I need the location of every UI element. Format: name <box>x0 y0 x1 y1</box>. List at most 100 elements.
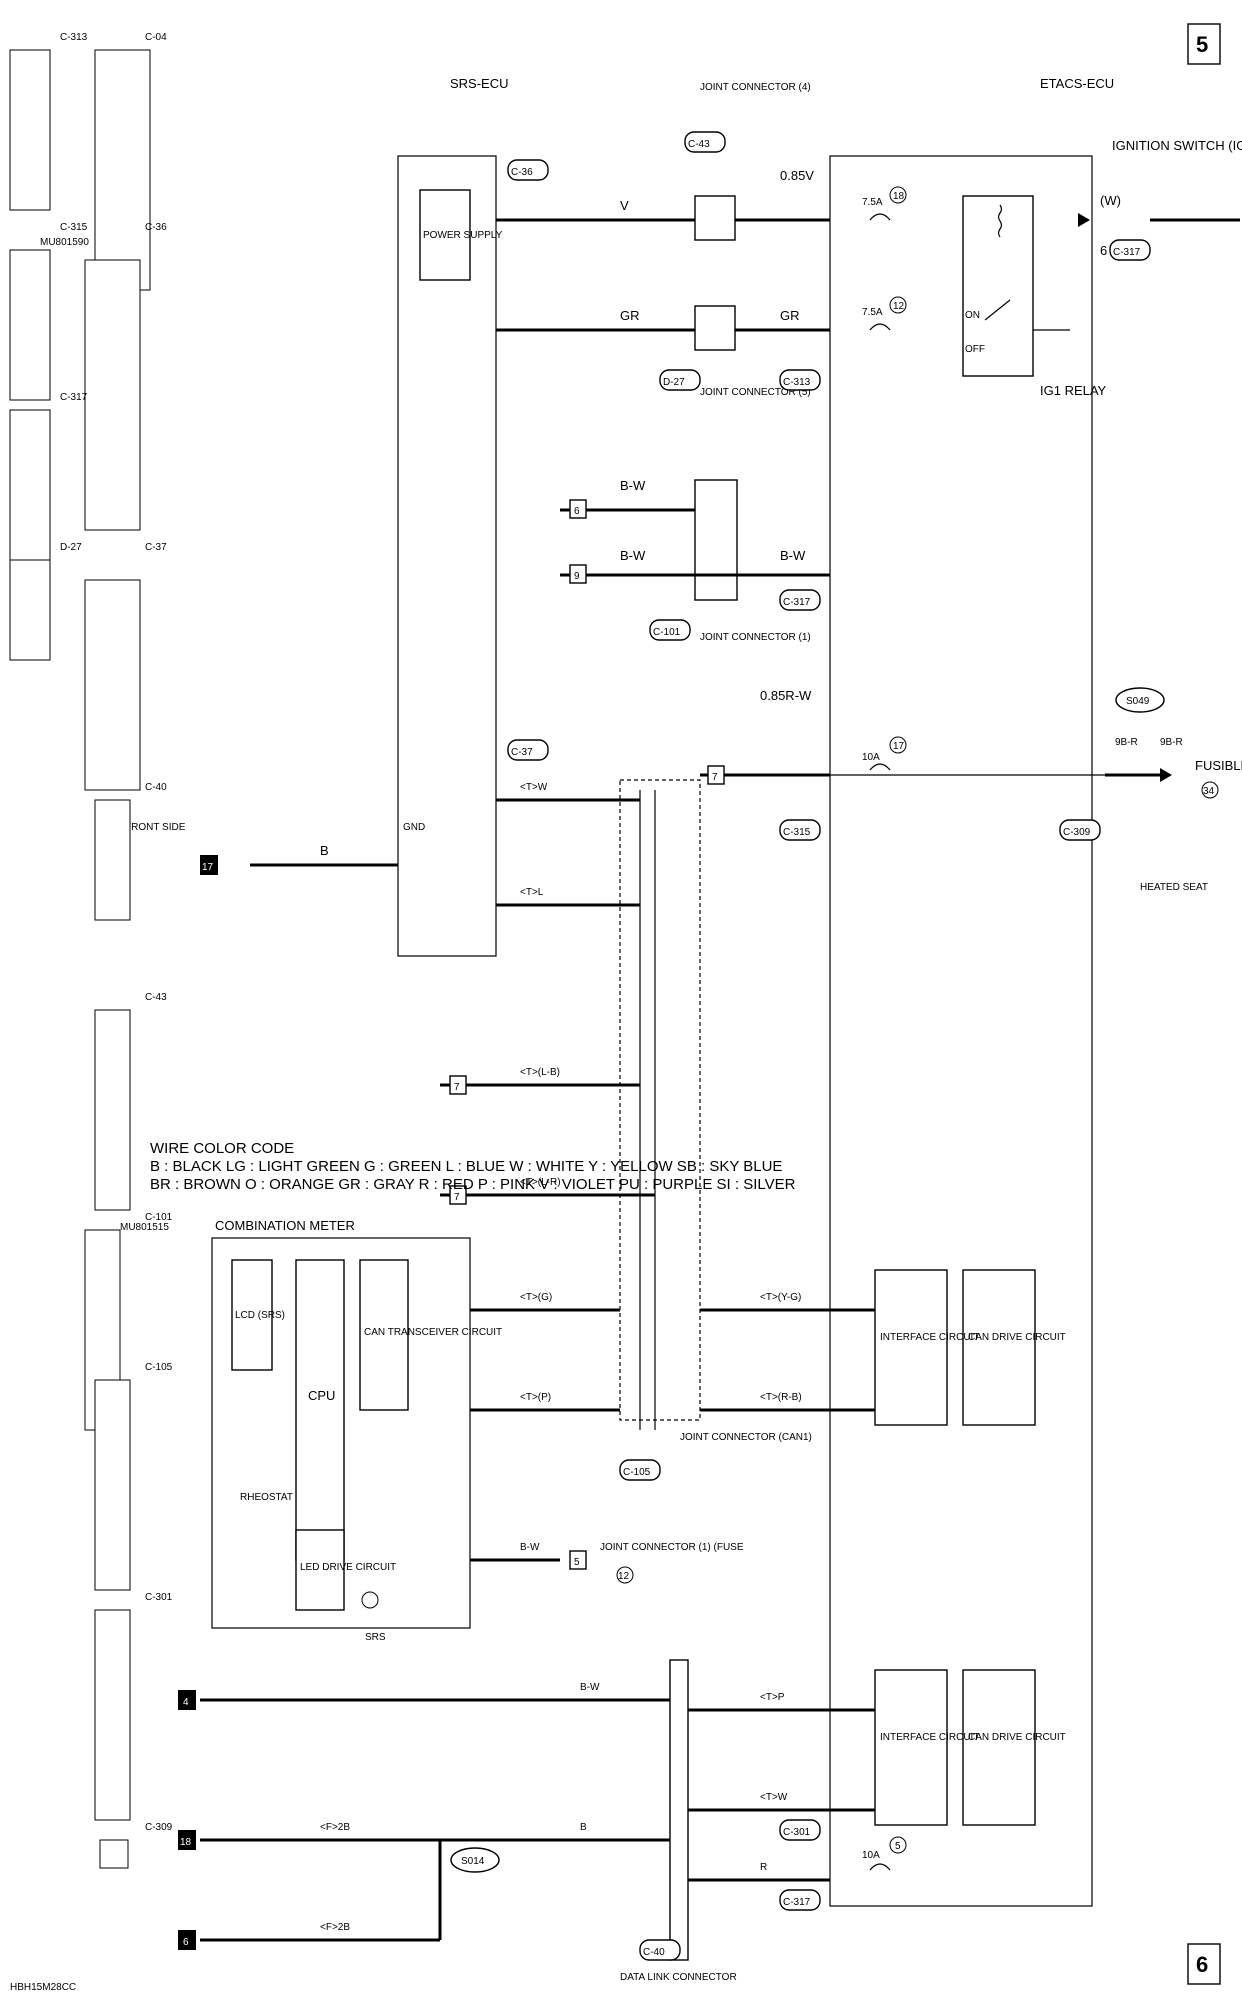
wire-label-w: (W) <box>1100 193 1121 208</box>
svg-text:C-43: C-43 <box>145 992 167 1003</box>
fusible-link-no-circle <box>1201 781 1219 799</box>
fuse-17: 17 10A <box>862 736 907 771</box>
connector-tag-c313 <box>779 369 821 391</box>
fusible-link-label: FUSIBLE LINK <box>1195 758 1242 773</box>
connector-tag-c317-bottom <box>779 1889 821 1911</box>
page-number-box-right <box>1187 1943 1221 1985</box>
wire-label-tp: <T>(P) <box>520 1392 551 1403</box>
connector-face-c317: C-317 <box>9 392 88 571</box>
data-link-connector-box <box>669 1659 689 1961</box>
connector-c317-label: C-317 <box>1113 247 1141 258</box>
svg-text:10A: 10A <box>862 1850 880 1861</box>
connector-face-c04: C-04 <box>94 32 167 291</box>
wire-label-trb: <T>(R-B) <box>760 1392 802 1403</box>
connector-tag-c309 <box>1059 819 1101 841</box>
interface-box-2 <box>874 1669 948 1826</box>
svg-text:C-04: C-04 <box>145 32 167 43</box>
cpu-label: CPU <box>308 1388 335 1403</box>
page-ref-box-17 <box>200 855 218 875</box>
led-drive-box <box>295 1529 345 1611</box>
joint-connector-fuse-label: JOINT CONNECTOR (1) (FUSE <box>600 1542 744 1553</box>
connector-tag-c301 <box>779 1819 821 1841</box>
page-ref-18: 18 <box>180 1837 192 1848</box>
connector-c101-label: C-101 <box>653 627 681 638</box>
wire-label-tw: <T>W <box>520 782 548 793</box>
svg-text:C-37: C-37 <box>145 542 167 553</box>
joint-connector-1-box <box>694 479 738 601</box>
heated-seat-label: HEATED SEAT <box>1140 882 1208 893</box>
connector-c301-label: C-301 <box>783 1827 811 1838</box>
heated-seat-arrow <box>1160 768 1172 782</box>
srs-ecu-label: SRS-ECU <box>450 76 509 91</box>
svg-text:18: 18 <box>893 191 905 202</box>
splice-s049-label: S049 <box>1126 696 1150 707</box>
svg-text:7.5A: 7.5A <box>862 307 883 318</box>
splice-s049 <box>1115 687 1165 713</box>
page-ref-box-7c <box>449 1185 467 1205</box>
connector-c317-bottom-label: C-317 <box>783 1897 811 1908</box>
wire-label-tl: <T>L <box>520 887 544 898</box>
relay-off-label: OFF <box>965 344 985 355</box>
connector-face-d27: D-27 <box>9 542 82 661</box>
joint-connector-can1-box <box>619 779 701 1421</box>
joint-connector-fuse-no-circle <box>616 1566 634 1584</box>
combination-meter-box <box>211 1237 471 1629</box>
connector-tag-c315 <box>779 819 821 841</box>
interface-box-1 <box>874 1269 948 1426</box>
srs-led-label: SRS <box>365 1632 386 1643</box>
joint-connector-4-box <box>694 195 736 241</box>
page-ref-7b: 7 <box>454 1082 460 1093</box>
relay-on-label: ON <box>965 310 980 321</box>
wire-label-bw-3: B-W <box>780 548 806 563</box>
legend-line-1: B : BLACK LG : LIGHT GREEN G : GREEN L :… <box>150 1158 783 1175</box>
svg-text:C-301: C-301 <box>145 1592 173 1603</box>
connector-face-c105: C-105 <box>94 1362 173 1591</box>
page-number-box-left <box>1187 23 1221 65</box>
wire-label-bw-dlc: B-W <box>580 1682 600 1693</box>
connector-tag-c40-bottom <box>639 1939 681 1961</box>
page-ref-6: 6 <box>574 506 580 517</box>
data-link-connector-label: DATA LINK CONNECTOR <box>620 1972 737 1983</box>
svg-text:C-40: C-40 <box>145 782 167 793</box>
wire-label-tpp: <T>P <box>760 1692 785 1703</box>
connector-c317-mid-label: C-317 <box>783 597 811 608</box>
wire-color-legend: WIRE COLOR CODE B : BLACK LG : LIGHT GRE… <box>150 1140 1130 1194</box>
svg-text:C-36: C-36 <box>145 222 167 233</box>
splice-s014 <box>450 1847 500 1873</box>
interface-label-1: INTERFACE CIRCUIT <box>880 1332 979 1343</box>
page-number-right: 6 <box>1196 1952 1208 1977</box>
svg-text:MU801515: MU801515 <box>120 1222 169 1233</box>
relay-coil <box>997 204 1003 238</box>
page-ref-4: 4 <box>183 1697 189 1708</box>
joint-connector-5-box <box>694 305 736 351</box>
wire-label-b-gnd: B <box>320 843 329 858</box>
connector-tag-c317-mid <box>779 589 821 611</box>
legend-line-2: BR : BROWN O : ORANGE GR : GRAY R : RED … <box>150 1176 796 1193</box>
svg-text:C-101: C-101 <box>145 1212 173 1223</box>
can-drive-box-1 <box>962 1269 1036 1426</box>
wire-label-085rw: 0.85R-W <box>760 688 812 703</box>
wire-label-tww: <T>W <box>760 1792 788 1803</box>
wire-label-bw-fuse: B-W <box>520 1542 540 1553</box>
wire-label-gr-1: GR <box>780 308 800 323</box>
splice-s014-label: S014 <box>461 1856 485 1867</box>
page-ref-7c: 7 <box>454 1192 460 1203</box>
wire-label-bw-2: B-W <box>620 548 646 563</box>
rheostat-label: RHEOSTAT <box>240 1492 293 1503</box>
gnd-label: GND <box>403 822 425 833</box>
can-drive-box-2 <box>962 1669 1036 1826</box>
connector-c313-label: C-313 <box>783 377 811 388</box>
page-ref-box-7a <box>707 765 725 785</box>
fuse-5: 5 10A <box>862 1836 907 1871</box>
wire-label-r: R <box>760 1862 767 1873</box>
connector-face-c315: C-315 MU801590 <box>9 222 89 401</box>
interface-label-2: INTERFACE CIRCUIT <box>880 1732 979 1743</box>
connector-c40-bottom-label: C-40 <box>643 1947 665 1958</box>
connector-tag-c37 <box>507 739 549 761</box>
lcd-box <box>231 1259 273 1371</box>
led-drive-label: LED DRIVE CIRCUIT <box>300 1562 396 1573</box>
svg-text:FRONT SIDE: FRONT SIDE <box>125 822 186 833</box>
cpu-box <box>295 1259 345 1561</box>
page-ref-box-6 <box>569 499 587 519</box>
connector-c36-label: C-36 <box>511 167 533 178</box>
